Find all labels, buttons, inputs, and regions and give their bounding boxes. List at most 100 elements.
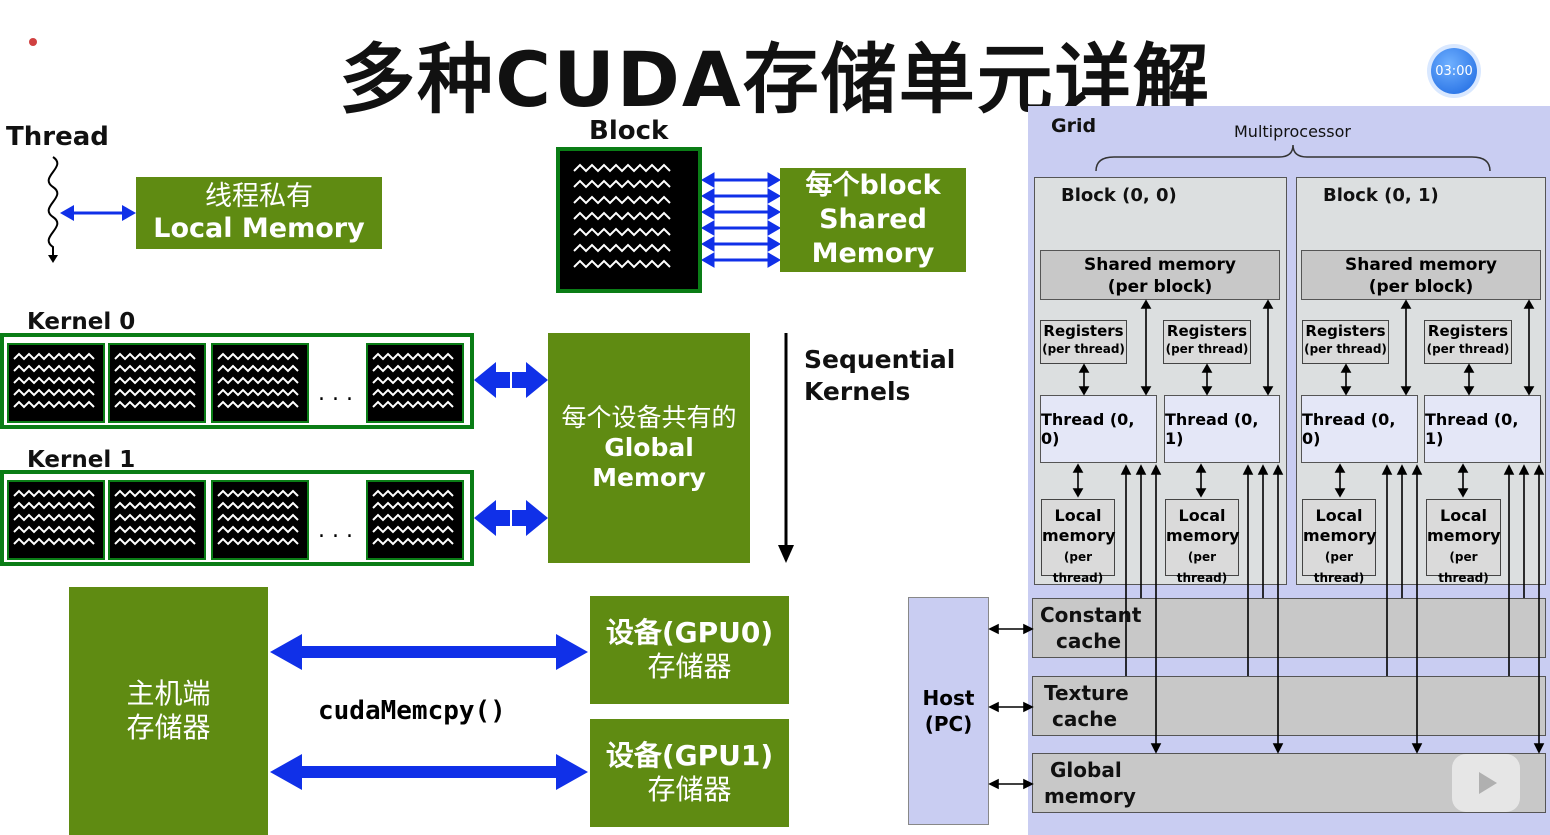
local-memory-line2: Local Memory [153, 213, 365, 244]
global-line2: Global [604, 433, 694, 462]
host-memory-box: 主机端 存储器 [69, 587, 268, 835]
sequential-kernels-label: Sequential Kernels [804, 344, 955, 408]
host-pc-line2: (PC) [924, 712, 973, 736]
loc-line1: Local [1054, 506, 1102, 525]
grid-block-1-label: Block (0, 1) [1323, 185, 1439, 206]
gpu0-memory-box: 设备(GPU0) 存储器 [590, 596, 789, 704]
global-memory-box: 每个设备共有的 Global Memory [548, 333, 750, 563]
loc-line3: (per thread) [1438, 550, 1489, 585]
host-line2: 存储器 [126, 711, 211, 744]
grid-block-1-shared-line1: Shared memory [1345, 255, 1497, 275]
grid-block-1-t0-local: Local memory (per thread) [1302, 499, 1377, 585]
block-label: Block [589, 116, 669, 146]
loc-line2: memory [1303, 526, 1377, 545]
local-memory-box: 线程私有 Local Memory [136, 177, 382, 249]
shared-line1: 每个block [805, 170, 941, 201]
reg-label: Registers [1043, 322, 1124, 340]
loc-line1: Local [1440, 506, 1487, 525]
grid-block-0-t1-local: Local memory (per thread) [1165, 499, 1240, 585]
texture-line1: Texture [1044, 681, 1129, 705]
shared-line2: Shared [819, 204, 927, 235]
grid-block-1-t1-registers: Registers (per thread) [1424, 320, 1512, 364]
texture-line2: cache [1052, 707, 1118, 731]
gpu1-line2: 存储器 [647, 773, 732, 806]
thread-squiggle-icon [47, 156, 59, 263]
loc-line1: Local [1178, 506, 1226, 525]
block-shared-arrows [702, 172, 780, 268]
reg-sub: (per thread) [1042, 342, 1125, 356]
grid-block-0-t0-local: Local memory (per thread) [1041, 499, 1116, 585]
thread-local-arrow [60, 205, 136, 221]
gpu1-line1: 设备(GPU1) [605, 739, 774, 772]
reg-sub: (per thread) [1165, 342, 1249, 356]
reg-label: Registers [1166, 322, 1248, 340]
constant-line2: cache [1056, 629, 1122, 653]
shared-line3: Memory [811, 238, 935, 269]
loc-line3: (per thread) [1313, 550, 1365, 585]
kernel1-ellipsis: . . . [318, 518, 353, 543]
loc-line1: Local [1315, 506, 1363, 525]
grid-block-1-t1-local: Local memory (per thread) [1426, 499, 1501, 585]
constant-line1: Constant [1040, 603, 1142, 627]
memcpy-label: cudaMemcpy() [318, 696, 506, 726]
global-memory-label: Global memory [1044, 757, 1136, 809]
grid-block-1-thread-1: Thread (0, 1) [1424, 395, 1541, 463]
timer-badge[interactable]: 03:00 [1431, 48, 1477, 94]
grid-block-1-thread-0: Thread (0, 0) [1301, 395, 1418, 463]
grid-block-0-thread-0: Thread (0, 0) [1040, 395, 1157, 463]
host-line1: 主机端 [126, 677, 211, 710]
host-pc-box: Host (PC) [908, 597, 989, 825]
reg-sub: (per thread) [1426, 342, 1510, 356]
kernel0-label: Kernel 0 [27, 309, 136, 335]
red-dot-icon [29, 38, 37, 46]
grid-block-0-t1-registers: Registers (per thread) [1163, 320, 1251, 364]
host-pc-line1: Host [922, 686, 975, 710]
grid-block-0-shared-line1: Shared memory [1084, 255, 1236, 275]
sequential-arrow-icon [778, 333, 794, 563]
loc-line2: memory [1427, 526, 1501, 545]
global-bar-line2: memory [1044, 784, 1136, 808]
texture-cache-label: Texture cache [1044, 680, 1129, 732]
grid-block-1-shared-line2: (per block) [1368, 277, 1474, 297]
grid-block-0-shared: Shared memory (per block) [1040, 250, 1280, 300]
reg-label: Registers [1427, 322, 1509, 340]
sequential-line1: Sequential [804, 345, 956, 374]
kernel0-ellipsis: . . . [318, 381, 353, 406]
gpu0-line2: 存储器 [647, 650, 732, 683]
reg-label: Registers [1305, 322, 1386, 340]
multiprocessor-brace [1095, 144, 1491, 172]
block-threads-icon [560, 151, 698, 289]
shared-memory-box: 每个block Shared Memory [780, 168, 966, 272]
grid-label: Grid [1051, 115, 1097, 137]
loc-line2: memory [1042, 526, 1116, 545]
grid-block-1-t0-registers: Registers (per thread) [1302, 320, 1389, 364]
loc-line2: memory [1166, 526, 1240, 545]
loc-line3: (per thread) [1052, 550, 1104, 585]
kernel-global-arrows [474, 362, 548, 536]
grid-block-1-shared: Shared memory (per block) [1301, 250, 1541, 300]
gpu0-line1: 设备(GPU0) [605, 616, 774, 649]
multiprocessor-label: Multiprocessor [1234, 122, 1351, 141]
grid-block-0-thread-1: Thread (0, 1) [1164, 395, 1280, 463]
global-bar-line1: Global [1050, 758, 1122, 782]
kernel0-block-1 [7, 343, 105, 423]
memcpy-arrows [270, 634, 588, 790]
gpu1-memory-box: 设备(GPU1) 存储器 [590, 719, 789, 827]
global-line1: 每个设备共有的 [561, 403, 737, 432]
local-memory-line1: 线程私有 [205, 181, 313, 212]
grid-block-0-label: Block (0, 0) [1061, 185, 1177, 206]
reg-sub: (per thread) [1304, 342, 1387, 356]
global-line3: Memory [592, 463, 706, 492]
grid-block-0-shared-line2: (per block) [1107, 277, 1213, 297]
play-watermark-icon[interactable] [1452, 754, 1520, 812]
constant-cache-label: Constant cache [1040, 602, 1141, 654]
kernel1-label: Kernel 1 [27, 447, 136, 473]
loc-line3: (per thread) [1176, 550, 1228, 585]
sequential-line2: Kernels [804, 377, 911, 406]
grid-block-0-t0-registers: Registers (per thread) [1040, 320, 1127, 364]
thread-label: Thread [6, 122, 109, 152]
block-box [556, 147, 702, 293]
constant-cache-bar [1032, 598, 1546, 658]
texture-cache-bar [1032, 676, 1546, 736]
